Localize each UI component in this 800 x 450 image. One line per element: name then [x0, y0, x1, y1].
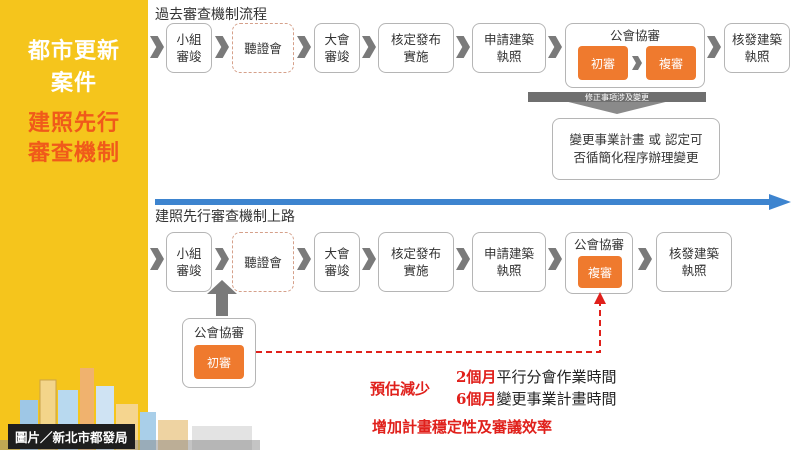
- step-label: 小組: [176, 246, 202, 261]
- chevron-right-icon: [150, 248, 164, 270]
- sidebar-title-line4: 審查機制: [27, 141, 120, 166]
- bottom-step-apply-permit: 申請建築 執照: [472, 232, 546, 292]
- chevron-right-icon: [456, 36, 470, 58]
- step-label: 大會: [324, 246, 350, 261]
- step-label: 聽證會: [244, 254, 282, 270]
- reduce-line-1: 2個月平行分會作業時間: [456, 366, 616, 387]
- step-label: 審竣: [324, 49, 350, 64]
- timeline-arrow: [155, 194, 791, 210]
- sidebar-title-line2: 案件: [50, 71, 97, 96]
- arrow-up-icon: [207, 280, 237, 316]
- efficiency-note: 增加計畫穩定性及審議效率: [372, 418, 553, 436]
- step-label: 大會: [324, 32, 350, 47]
- change-banner-text: 修正事項涉及變更: [585, 93, 649, 102]
- top-step-hearing: 聽證會: [232, 23, 294, 73]
- change-banner-arrow: [528, 92, 706, 114]
- step-label: 審竣: [324, 263, 350, 278]
- bottom-flow-title: 建照先行審查機制上路: [155, 209, 295, 225]
- chevron-right-icon: [150, 36, 164, 58]
- bottom-step-group-review: 小組 審竣: [166, 232, 212, 292]
- chevron-right-icon: [707, 36, 721, 58]
- step-label: 小組: [176, 32, 202, 47]
- chevron-right-icon: [362, 248, 376, 270]
- step-label: 核發建築: [668, 246, 719, 261]
- arrow-right-icon: [632, 56, 642, 70]
- reduce-text: 平行分會作業時間: [496, 368, 617, 386]
- step-label: 執照: [496, 263, 522, 278]
- reduce-text: 變更事業計畫時間: [496, 390, 617, 408]
- chevron-right-icon: [215, 248, 229, 270]
- chevron-right-icon: [548, 248, 562, 270]
- step-label: 執照: [744, 49, 770, 64]
- step-label: 核定發布: [390, 32, 441, 47]
- note-line: 變更事業計畫 或 認定可: [569, 132, 703, 147]
- bottom-step-issue-permit: 核發建築 執照: [656, 232, 732, 292]
- top-step-issue-permit: 核發建築 執照: [724, 23, 790, 73]
- second-review-box: 複審: [578, 256, 622, 288]
- chevron-right-icon: [362, 36, 376, 58]
- change-note-box: 變更事業計畫 或 認定可 否循簡化程序辦理變更: [552, 118, 720, 180]
- step-label: 審竣: [176, 263, 202, 278]
- chevron-right-icon: [456, 248, 470, 270]
- months-value: 2個月: [456, 368, 497, 386]
- months-value: 6個月: [456, 390, 497, 408]
- step-label: 實施: [403, 263, 429, 278]
- first-review-box: 初審: [578, 46, 628, 80]
- sidebar-panel: 都市更新 案件 建照先行 審查機制: [0, 0, 260, 450]
- chevron-right-icon: [548, 36, 562, 58]
- top-step-approval: 核定發布 實施: [378, 23, 454, 73]
- step-label: 核發建築: [731, 32, 782, 47]
- committee-title: 公會協審: [609, 28, 660, 43]
- step-label: 執照: [496, 49, 522, 64]
- step-label: 申請建築: [483, 32, 534, 47]
- step-label: 核定發布: [390, 246, 441, 261]
- early-first-review-box: 初審: [194, 345, 244, 379]
- top-step-apply-permit: 申請建築 執照: [472, 23, 546, 73]
- bottom-step-council-review: 大會 審竣: [314, 232, 360, 292]
- top-flow-title: 過去審查機制流程: [155, 7, 267, 23]
- top-step-group-review: 小組 審竣: [166, 23, 212, 73]
- bottom-step-hearing: 聽證會: [232, 232, 294, 292]
- red-dashed-connector: [256, 292, 606, 353]
- note-line: 否循簡化程序辦理變更: [573, 150, 699, 165]
- sidebar-title-line3: 建照先行: [27, 111, 120, 136]
- sidebar-title-line1: 都市更新: [27, 39, 120, 64]
- reduce-label: 預估減少: [370, 380, 431, 398]
- step-label: 聽證會: [244, 40, 282, 56]
- committee-title: 公會協審: [193, 325, 244, 340]
- committee-title: 公會協審: [573, 237, 624, 252]
- image-credit: 圖片／新北市都發局: [8, 424, 135, 449]
- top-step-council-review: 大會 審竣: [314, 23, 360, 73]
- second-review-box: 複審: [646, 46, 696, 80]
- reduce-line-2: 6個月變更事業計畫時間: [456, 388, 616, 409]
- step-label: 執照: [681, 263, 707, 278]
- bottom-step-approval: 核定發布 實施: [378, 232, 454, 292]
- chevron-right-icon: [297, 36, 311, 58]
- step-label: 申請建築: [483, 246, 534, 261]
- chevron-right-icon: [638, 248, 652, 270]
- step-label: 實施: [403, 49, 429, 64]
- chevron-right-icon: [297, 248, 311, 270]
- step-label: 審竣: [176, 49, 202, 64]
- chevron-right-icon: [215, 36, 229, 58]
